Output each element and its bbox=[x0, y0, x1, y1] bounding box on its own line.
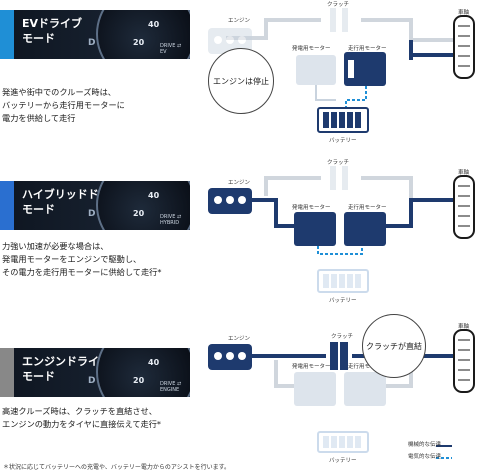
tire-label: 車軸 bbox=[458, 324, 470, 330]
gauge-number: 40 bbox=[148, 358, 160, 367]
clutch-label: クラッチ bbox=[331, 334, 354, 340]
powertrain-diagram-hybrid: エンジン クラッチ 車軸 発電用モーター 走行用モーター バッテリー bbox=[196, 158, 480, 308]
engine-label: エンジン bbox=[228, 18, 251, 24]
traction-motor-icon bbox=[344, 212, 386, 246]
legend-lines bbox=[436, 445, 452, 459]
legend-electrical: 電気的な伝達 bbox=[408, 454, 442, 460]
clutch-label: クラッチ bbox=[327, 160, 350, 166]
callout-bubble: クラッチが直結 bbox=[362, 314, 426, 378]
speedometer-gauge bbox=[96, 181, 190, 230]
battery-label: バッテリー bbox=[329, 138, 357, 144]
speedometer-gauge bbox=[96, 348, 190, 397]
callout-bubble: エンジンは停止 bbox=[208, 48, 274, 114]
mode-description-hybrid: 力強い加速が必要な場合は、 発電用モーターをエンジンで駆動し、 その電力を走行用… bbox=[2, 241, 162, 277]
clutch-icon bbox=[330, 8, 348, 32]
generator-motor-icon bbox=[296, 55, 336, 85]
battery-icon bbox=[317, 431, 369, 453]
clutch-icon bbox=[330, 166, 348, 190]
battery-label: バッテリー bbox=[329, 458, 357, 464]
tire-label: 車軸 bbox=[458, 10, 470, 16]
drive-mode-tag: DRIVE ⇄ EV bbox=[160, 43, 182, 55]
battery-icon bbox=[317, 107, 369, 133]
gauge-number: 20 bbox=[133, 376, 145, 385]
mode-banner-ev: EVドライブ モード 20 40 D DRIVE ⇄ EV bbox=[0, 10, 190, 59]
gear-indicator: D bbox=[88, 38, 96, 48]
generator-motor-icon bbox=[294, 372, 336, 406]
powertrain-svg bbox=[208, 166, 475, 293]
mode-description-engine: 高速クルーズ時は、クラッチを直結させ、 エンジンの動力をタイヤに直接伝えて走行* bbox=[2, 406, 162, 429]
tire-icon bbox=[453, 15, 475, 79]
clutch-icon bbox=[330, 342, 348, 370]
gauge-number: 40 bbox=[148, 20, 160, 29]
generator-label: 発電用モーター bbox=[292, 46, 331, 52]
engine-icon bbox=[208, 28, 252, 54]
gear-indicator: D bbox=[88, 376, 96, 386]
mode-accent bbox=[0, 181, 14, 230]
clutch-label: クラッチ bbox=[327, 2, 350, 8]
tire-icon bbox=[453, 329, 475, 393]
drive-mode-tag: DRIVE ⇄ HYBRID bbox=[160, 214, 182, 226]
battery-label: バッテリー bbox=[329, 298, 357, 304]
mode-banner-hybrid: ハイブリッドドライブ モード 20 40 D DRIVE ⇄ HYBRID bbox=[0, 181, 190, 230]
callout-text: クラッチが直結 bbox=[366, 341, 422, 351]
traction-label: 走行用モーター bbox=[348, 46, 387, 52]
gauge-number: 20 bbox=[133, 38, 145, 47]
mode-title: エンジンドライブ モード bbox=[22, 355, 110, 383]
generator-label: 発電用モーター bbox=[292, 364, 331, 370]
mode-description-ev: 発進や街中でのクルーズ時は、 バッテリーから走行用モーターに 電力を供給して走行 bbox=[2, 87, 125, 123]
engine-label: エンジン bbox=[228, 180, 251, 186]
callout-text: エンジンは停止 bbox=[213, 76, 269, 86]
powertrain-svg bbox=[208, 8, 475, 133]
battery-icon bbox=[317, 269, 369, 293]
traction-motor-icon bbox=[344, 372, 386, 406]
legend-mechanical: 機械的な伝達 bbox=[408, 442, 442, 448]
engine-label: エンジン bbox=[228, 336, 251, 342]
footnote: ＊状況に応じてバッテリーへの充電や、バッテリー電力からのアシストを行います。 bbox=[3, 464, 230, 471]
gear-indicator: D bbox=[88, 209, 96, 219]
powertrain-diagram-ev: エンジン クラッチ 車軸 発電用モーター 走行用モーター バッテリー エンジンは… bbox=[196, 0, 480, 150]
mode-title: EVドライブ モード bbox=[22, 17, 83, 45]
engine-icon bbox=[208, 344, 252, 370]
gauge-number: 40 bbox=[148, 191, 160, 200]
powertrain-diagram-engine: エンジン クラッチ 車軸 発電用モーター 走行用モーター バッテリー クラッチが… bbox=[196, 314, 480, 464]
traction-label: 走行用モーター bbox=[348, 364, 387, 370]
generator-label: 発電用モーター bbox=[292, 205, 331, 211]
traction-motor-icon bbox=[344, 52, 386, 86]
traction-label: 走行用モーター bbox=[348, 205, 387, 211]
tire-label: 車軸 bbox=[458, 170, 470, 176]
mode-accent bbox=[0, 348, 14, 397]
powertrain-svg bbox=[208, 329, 475, 459]
gauge-number: 20 bbox=[133, 209, 145, 218]
mode-accent bbox=[0, 10, 14, 59]
engine-icon bbox=[208, 188, 252, 214]
generator-motor-icon bbox=[294, 212, 336, 246]
drive-mode-tag: DRIVE ⇄ ENGINE bbox=[160, 381, 182, 393]
speedometer-gauge bbox=[96, 10, 190, 59]
mode-banner-engine: エンジンドライブ モード 20 40 D DRIVE ⇄ ENGINE bbox=[0, 348, 190, 397]
tire-icon bbox=[453, 175, 475, 239]
